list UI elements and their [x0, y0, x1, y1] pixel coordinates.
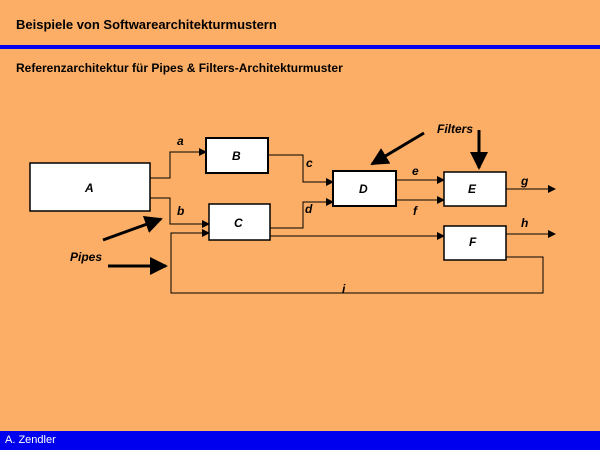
pipe-label-e: e — [412, 164, 419, 178]
pipe-label-h: h — [521, 216, 528, 230]
filter-box-f — [443, 225, 507, 261]
filter-label-b: B — [232, 149, 241, 163]
pipe-i — [170, 229, 544, 294]
pipe-label-b: b — [177, 204, 184, 218]
footer-author: A. Zendler — [0, 431, 600, 450]
pipe-label-d: d — [305, 202, 313, 216]
filter-box-a — [29, 162, 151, 212]
pipe-label-i: i — [342, 282, 346, 296]
pipe-label-f: f — [413, 204, 418, 218]
header-divider — [0, 45, 600, 49]
annotation-pipes: Pipes — [70, 250, 102, 264]
slide-header-title: Beispiele von Softwarearchitekturmustern — [16, 17, 277, 32]
pipe-label-g: g — [520, 174, 529, 188]
pipes-arrow-to-b — [102, 215, 163, 242]
pipe-b — [150, 197, 210, 228]
annotation-filters: Filters — [437, 122, 473, 136]
filter-label-e: E — [468, 182, 477, 196]
filter-box-b — [205, 137, 269, 174]
filter-box-d — [332, 170, 397, 207]
pipe-label-c: c — [306, 156, 313, 170]
pipe-label-a: a — [177, 134, 184, 148]
pipe-a — [150, 148, 207, 179]
filter-label-c: C — [234, 216, 243, 230]
filter-label-d: D — [359, 182, 368, 196]
pipe-d — [270, 198, 334, 229]
filter-label-a: A — [84, 181, 94, 195]
filter-box-e — [443, 171, 507, 207]
pipe-c — [268, 154, 334, 186]
filters-arrow-to-d — [370, 131, 425, 166]
filter-label-f: F — [469, 235, 477, 249]
filter-box-c — [208, 203, 271, 241]
slide-subtitle: Referenzarchitektur für Pipes & Filters-… — [16, 61, 343, 75]
